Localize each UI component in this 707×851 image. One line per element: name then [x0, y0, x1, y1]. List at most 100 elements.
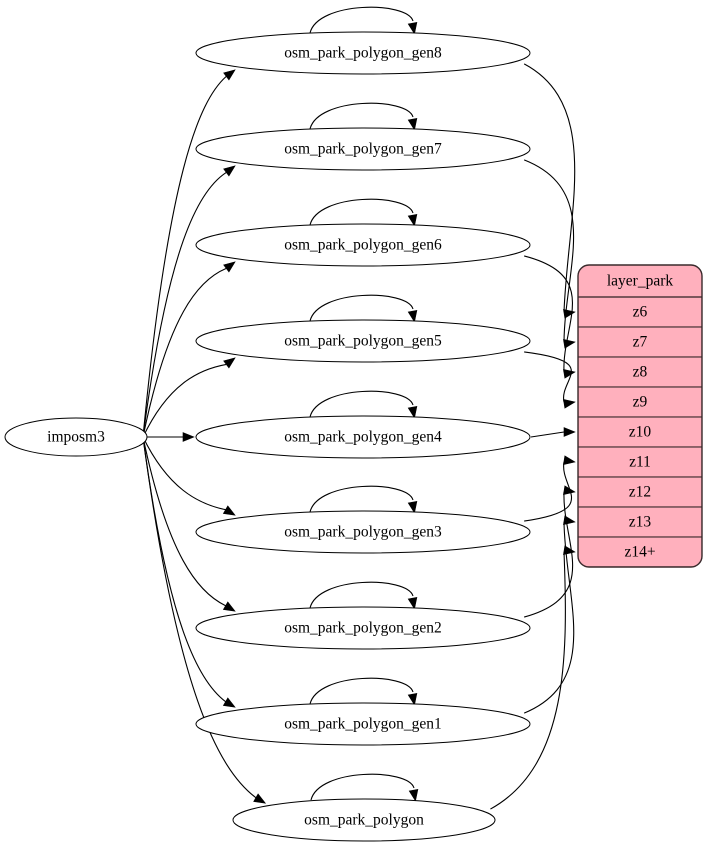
edge-arrowhead-imposm3-base [253, 793, 267, 804]
edge-gen7-to-z7 [523, 159, 575, 343]
node-label: osm_park_polygon_gen8 [284, 45, 442, 62]
node-label: osm_park_polygon_gen7 [284, 141, 442, 158]
layer-table-header-label: layer_park [607, 273, 674, 290]
layer-table-header-cell [578, 265, 702, 297]
layer-table-row-z7[interactable] [578, 326, 702, 358]
self-loop-edge-base [310, 773, 415, 801]
edge-arrowhead-imposm3-gen8 [223, 69, 236, 81]
self-loop-arrowhead-gen4 [407, 406, 418, 419]
node-gen6[interactable]: osm_park_polygon_gen6 [195, 223, 531, 267]
layer-table-row-label: z9 [633, 394, 648, 411]
layer-table-row-label: z6 [633, 304, 648, 321]
layer-table-body [578, 265, 702, 567]
self-loop-arrowhead-gen2 [407, 597, 418, 610]
layer-table-row-label: z13 [629, 514, 652, 531]
node-base[interactable]: osm_park_polygon [232, 798, 496, 842]
node-label: osm_park_polygon [304, 812, 424, 829]
edge-imposm3-to-gen3 [142, 436, 226, 511]
nodes-layer: imposm3 osm_park_polygon_gen8 osm_park_pol… [4, 31, 531, 842]
edges-layer [142, 63, 576, 810]
edge-gen8-to-z6 [523, 63, 576, 313]
edge-imposm3-to-gen8 [142, 75, 227, 438]
node-label: osm_park_polygon_gen6 [284, 237, 442, 254]
node-imposm3[interactable]: imposm3 [4, 417, 148, 457]
node-ellipse[interactable] [232, 798, 496, 842]
edge-imposm3-to-gen7 [142, 171, 227, 438]
edge-imposm3-to-gen1 [142, 436, 226, 703]
node-gen3[interactable]: osm_park_polygon_gen3 [195, 510, 531, 554]
layer-table-row-z14plus[interactable] [578, 536, 702, 567]
edge-gen2-to-z12 [524, 491, 574, 618]
layer-table-row-z10[interactable] [578, 416, 702, 448]
edge-arrowhead-gen4-row [563, 427, 576, 437]
node-ellipse[interactable] [4, 417, 148, 457]
edge-imposm3-to-gen5 [142, 363, 227, 438]
edge-arrowhead-imposm3-gen2 [222, 601, 236, 612]
edge-arrowhead-gen1-row [563, 515, 576, 525]
edge-imposm3-to-gen6 [142, 267, 227, 438]
self-loop-edge-gen5 [309, 294, 414, 322]
node-ellipse[interactable] [195, 702, 531, 746]
edge-arrowhead-imposm3-gen4 [182, 432, 195, 442]
layer-table-row-z11[interactable] [578, 446, 702, 478]
self-loop-arrowhead-gen7 [407, 118, 418, 131]
self-loop-edge-gen7 [309, 102, 414, 130]
edge-arrowhead-imposm3-gen7 [223, 165, 236, 177]
self-loop-arrowhead-gen1 [407, 693, 418, 706]
node-gen8[interactable]: osm_park_polygon_gen8 [195, 31, 531, 75]
node-label: osm_park_polygon_gen5 [284, 333, 442, 350]
edge-arrowhead-imposm3-gen3 [222, 505, 236, 516]
node-gen5[interactable]: osm_park_polygon_gen5 [195, 319, 531, 363]
node-label: imposm3 [47, 429, 105, 446]
node-label: osm_park_polygon_gen4 [284, 429, 442, 446]
node-ellipse[interactable] [195, 510, 531, 554]
node-ellipse[interactable] [195, 127, 531, 171]
self-loop-edge-gen2 [309, 581, 414, 609]
node-gen7[interactable]: osm_park_polygon_gen7 [195, 127, 531, 171]
self-loop-arrowhead-gen6 [407, 214, 418, 227]
node-gen1[interactable]: osm_park_polygon_gen1 [195, 702, 531, 746]
edge-arrowhead-imposm3-gen5 [223, 357, 236, 369]
layer-table-row-label: z10 [629, 424, 652, 441]
node-gen4[interactable]: osm_park_polygon_gen4 [195, 415, 531, 459]
self-loop-edge-gen6 [309, 198, 414, 226]
edge-gen6-to-z8 [524, 255, 574, 373]
layer-table-row-z13[interactable] [578, 506, 702, 538]
edge-arrowhead-imposm3-gen6 [223, 261, 236, 273]
edge-base-to-z14plus [490, 551, 566, 810]
node-ellipse[interactable] [195, 606, 531, 650]
edge-arrowhead-imposm3-gen1 [222, 697, 236, 708]
layer-table-row-label: z7 [633, 334, 648, 351]
node-ellipse[interactable] [195, 223, 531, 267]
layer-table-row-label: z12 [629, 484, 651, 501]
layer-table-row-label: z8 [633, 364, 648, 381]
self-loop-edge-gen1 [309, 677, 414, 705]
self-loop-arrowhead-gen8 [407, 22, 418, 35]
edge-arrowhead-gen3-row [563, 455, 576, 465]
edge-arrowhead-base-row [563, 545, 576, 555]
node-ellipse[interactable] [195, 319, 531, 363]
edge-arrowhead-gen2-row [563, 485, 576, 495]
self-loop-edge-gen4 [309, 390, 414, 418]
edge-arrowhead-gen6-row [563, 369, 576, 379]
self-loop-arrowhead-gen5 [407, 310, 418, 323]
edge-gen4-to-z10 [530, 431, 565, 438]
node-label: osm_park_polygon_gen1 [284, 716, 442, 733]
layer-table-outline [577, 264, 703, 568]
node-label: osm_park_polygon_gen3 [284, 524, 442, 541]
edge-imposm3-to-gen2 [142, 436, 226, 607]
self-loops-layer [309, 6, 419, 802]
edge-gen5-to-z9 [524, 351, 572, 403]
node-label: osm_park_polygon_gen2 [284, 620, 442, 637]
edge-gen3-to-z11 [524, 461, 572, 522]
node-ellipse[interactable] [195, 31, 531, 75]
layer-table-row-label: z11 [629, 454, 651, 471]
self-loop-edge-gen8 [309, 6, 414, 34]
self-loop-arrowhead-gen3 [407, 501, 418, 514]
node-ellipse[interactable] [195, 415, 531, 459]
self-loop-arrowhead-base [408, 789, 419, 802]
node-gen2[interactable]: osm_park_polygon_gen2 [195, 606, 531, 650]
